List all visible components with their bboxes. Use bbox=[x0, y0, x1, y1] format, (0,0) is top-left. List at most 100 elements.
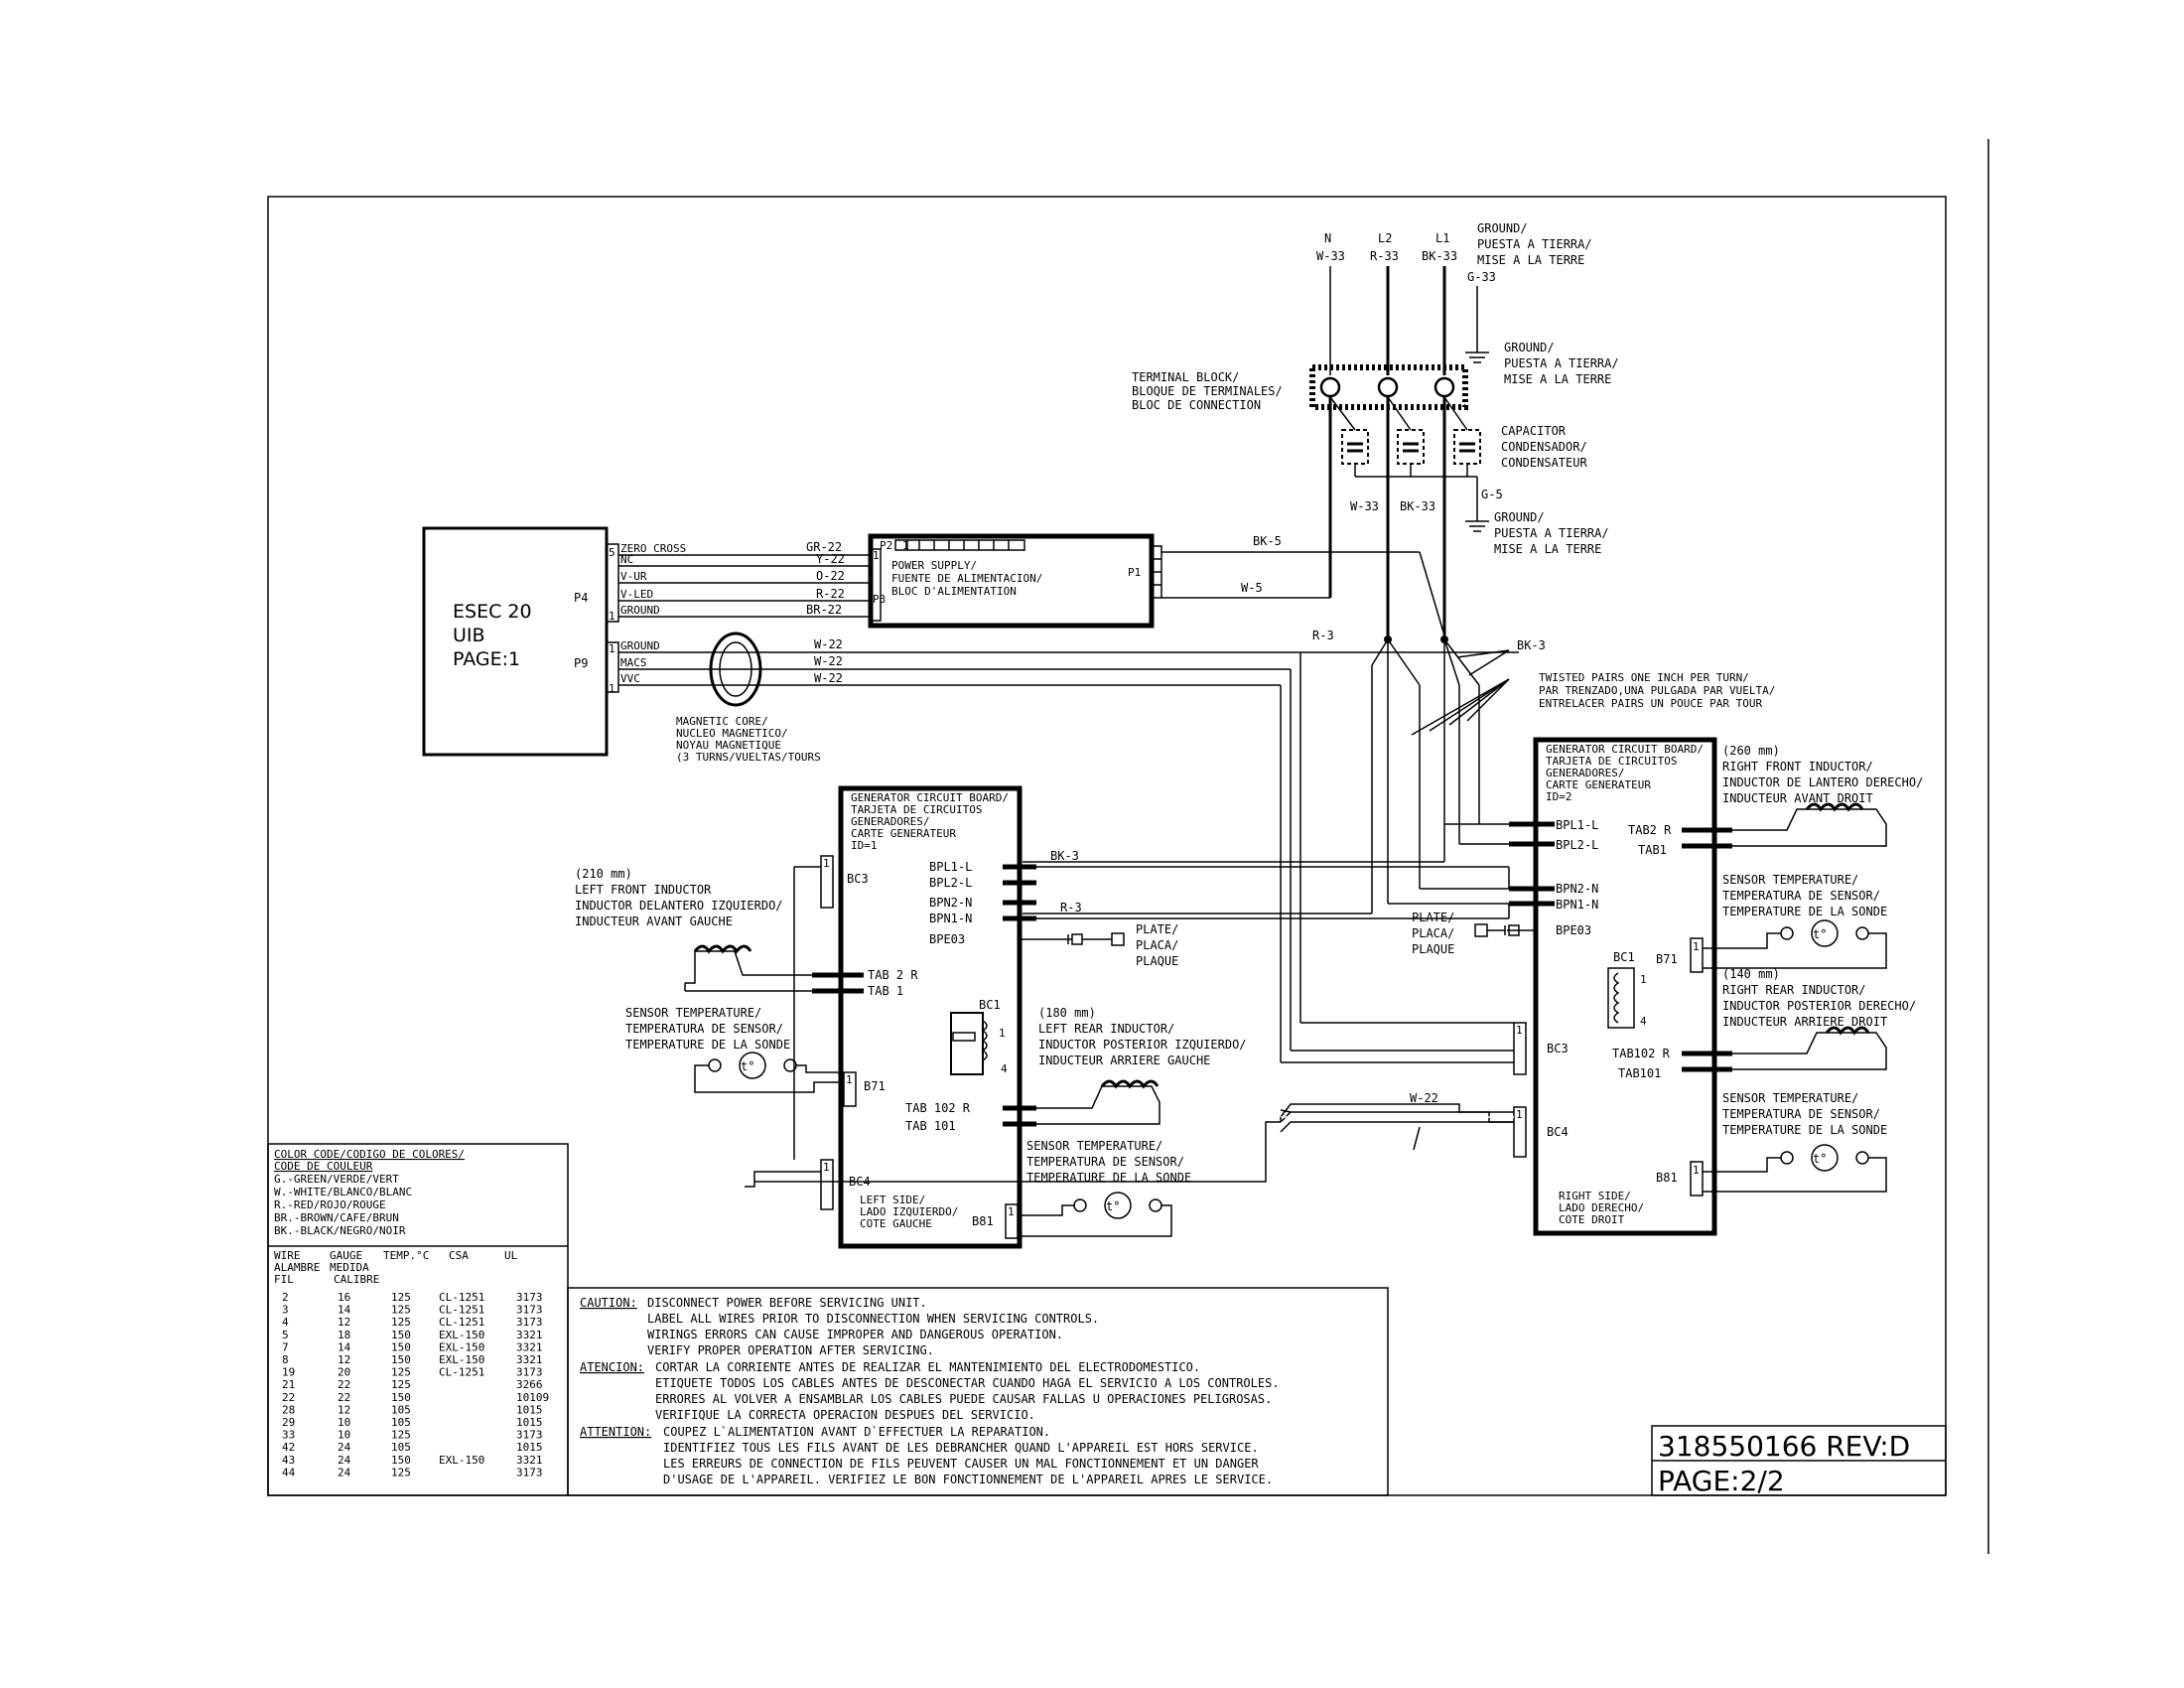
plate-label: PLATE/ bbox=[1136, 922, 1178, 936]
wire-table-cell: 22 bbox=[338, 1391, 350, 1404]
svg-text:TEMPERATURE DE LA SONDE: TEMPERATURE DE LA SONDE bbox=[625, 1038, 790, 1052]
svg-text:DISCONNECT POWER BEFORE SERVIC: DISCONNECT POWER BEFORE SERVICING UNIT. bbox=[647, 1296, 927, 1310]
svg-text:1: 1 bbox=[609, 682, 615, 695]
svg-text:COUPEZ L`ALIMENTATION AVANT D`: COUPEZ L`ALIMENTATION AVANT D`EFFECTUER … bbox=[663, 1425, 1050, 1439]
twisted-pairs-note: TWISTED PAIRS ONE INCH PER TURN/ bbox=[1539, 671, 1749, 684]
wire-table-cell: 3321 bbox=[516, 1329, 543, 1341]
wire-table-cell: 22 bbox=[338, 1378, 350, 1391]
plate-label: PLATE/ bbox=[1412, 911, 1454, 924]
wire-table-cell: 29 bbox=[282, 1416, 295, 1429]
wire-table-cell: 22 bbox=[282, 1391, 295, 1404]
svg-text:BLOC D'ALIMENTATION: BLOC D'ALIMENTATION bbox=[891, 585, 1017, 598]
wire-label: R-22 bbox=[816, 587, 845, 601]
svg-text:TAB 102 R: TAB 102 R bbox=[905, 1101, 971, 1115]
wire-table-cell: 105 bbox=[391, 1441, 411, 1454]
svg-text:BPL2-L: BPL2-L bbox=[929, 876, 972, 890]
wire-table-cell: 1015 bbox=[516, 1441, 543, 1454]
wire-table-cell: 125 bbox=[391, 1378, 411, 1391]
svg-text:INDUCTOR DE LANTERO DERECHO/: INDUCTOR DE LANTERO DERECHO/ bbox=[1722, 775, 1923, 789]
svg-text:TAB 101: TAB 101 bbox=[905, 1119, 956, 1133]
svg-text:BK-3: BK-3 bbox=[1050, 849, 1079, 863]
svg-text:MISE A LA TERRE: MISE A LA TERRE bbox=[1504, 372, 1611, 386]
board-side-label: RIGHT SIDE/ bbox=[1559, 1190, 1631, 1202]
wire-table-cell: 4 bbox=[282, 1316, 289, 1329]
svg-text:1: 1 bbox=[999, 1027, 1006, 1040]
svg-text:CALIBRE: CALIBRE bbox=[334, 1273, 379, 1286]
wire-table-cell: 2 bbox=[282, 1291, 289, 1304]
wire-label: W-22 bbox=[814, 637, 843, 651]
svg-text:TEMPERATURE DE LA SONDE: TEMPERATURE DE LA SONDE bbox=[1722, 1123, 1887, 1137]
svg-text:W-33: W-33 bbox=[1316, 249, 1345, 263]
svg-text:BLOQUE DE TERMINALES/: BLOQUE DE TERMINALES/ bbox=[1132, 384, 1283, 398]
svg-text:G-5: G-5 bbox=[1481, 488, 1503, 501]
line-l1-label: L1 bbox=[1435, 231, 1449, 245]
svg-text:TEMPERATURA DE SENSOR/: TEMPERATURA DE SENSOR/ bbox=[625, 1022, 783, 1036]
svg-text:FUENTE DE ALIMENTACION/: FUENTE DE ALIMENTACION/ bbox=[891, 572, 1042, 585]
p4-pin-label: V-LED bbox=[620, 588, 653, 601]
wire-table-cell: 125 bbox=[391, 1466, 411, 1478]
svg-text:MISE A LA TERRE: MISE A LA TERRE bbox=[1477, 253, 1584, 267]
inductor-label: (210 mm) bbox=[575, 867, 632, 881]
uib-type: UIB bbox=[453, 625, 485, 646]
uib-p4-label: P4 bbox=[574, 591, 588, 605]
svg-text:(3 TURNS/VUELTAS/TOURS: (3 TURNS/VUELTAS/TOURS bbox=[676, 751, 821, 764]
svg-text:TEMPERATURE DE LA SONDE: TEMPERATURE DE LA SONDE bbox=[1026, 1171, 1191, 1185]
wire-table-cell: 150 bbox=[391, 1391, 411, 1404]
wire-table-cell: 12 bbox=[338, 1353, 350, 1366]
svg-text:INDUCTEUR ARRIERE GAUCHE: INDUCTEUR ARRIERE GAUCHE bbox=[1038, 1054, 1210, 1067]
power-supply-label: POWER SUPPLY/ bbox=[891, 559, 977, 572]
svg-text:CARTE GENERATEUR: CARTE GENERATEUR bbox=[1546, 778, 1651, 791]
svg-text:4: 4 bbox=[1640, 1015, 1647, 1028]
wire-label: W-22 bbox=[814, 671, 843, 685]
svg-text:VERIFIQUE LA CORRECTA OPERACIO: VERIFIQUE LA CORRECTA OPERACION DESPUES … bbox=[655, 1408, 1035, 1422]
wire-table-cell: 125 bbox=[391, 1316, 411, 1329]
inductor-label: (260 mm) bbox=[1722, 744, 1780, 758]
p4-pin-label: NC bbox=[620, 553, 633, 566]
svg-text:TEMP.°C: TEMP.°C bbox=[383, 1249, 429, 1262]
board-title: GENERATOR CIRCUIT BOARD/ bbox=[1546, 743, 1704, 756]
svg-text:TAB2 R: TAB2 R bbox=[1628, 823, 1672, 837]
uib-name: ESEC 20 bbox=[453, 601, 532, 623]
svg-text:1: 1 bbox=[823, 1161, 830, 1174]
svg-text:PUESTA A TIERRA/: PUESTA A TIERRA/ bbox=[1494, 526, 1609, 540]
p9-pin-label: GROUND bbox=[620, 639, 660, 652]
sensor-label: SENSOR TEMPERATURE/ bbox=[1722, 1091, 1858, 1105]
sensor-symbol: t° bbox=[1813, 1152, 1827, 1166]
svg-text:LADO DERECHO/: LADO DERECHO/ bbox=[1559, 1201, 1644, 1214]
svg-text:INDUCTOR DELANTERO IZQUIERDO/: INDUCTOR DELANTERO IZQUIERDO/ bbox=[575, 899, 783, 913]
uib-page: PAGE:1 bbox=[453, 648, 520, 670]
uib-block: ESEC 20 UIB PAGE:1 P4 P9 5 1 1 1 bbox=[422, 526, 619, 757]
svg-text:PLAQUE: PLAQUE bbox=[1136, 954, 1178, 968]
svg-text:PLAQUE: PLAQUE bbox=[1412, 942, 1454, 956]
wire-table-cell: 125 bbox=[391, 1304, 411, 1317]
svg-text:1: 1 bbox=[1008, 1205, 1015, 1218]
wire-table-cell: 3266 bbox=[516, 1378, 543, 1391]
wire-table-cell: 20 bbox=[338, 1366, 350, 1379]
part-number: 318550166 REV:D bbox=[1658, 1430, 1910, 1463]
svg-text:TEMPERATURA DE SENSOR/: TEMPERATURA DE SENSOR/ bbox=[1722, 1107, 1880, 1121]
svg-text:TAB102 R: TAB102 R bbox=[1612, 1047, 1671, 1060]
wire-table-cell: 1015 bbox=[516, 1403, 543, 1416]
p4-pin-label: GROUND bbox=[620, 604, 660, 617]
sensor-label: SENSOR TEMPERATURE/ bbox=[625, 1006, 761, 1020]
wire-label: GR-22 bbox=[806, 540, 842, 554]
wire-table-cell: 19 bbox=[282, 1366, 295, 1379]
capacitor-label: CAPACITOR bbox=[1501, 424, 1567, 438]
svg-text:ETIQUETE TODOS LOS CABLES ANTE: ETIQUETE TODOS LOS CABLES ANTES DE DESCO… bbox=[655, 1376, 1280, 1390]
wire-table-cell: 16 bbox=[338, 1291, 350, 1304]
wire-table-cell: 10 bbox=[338, 1429, 350, 1442]
inductor-coil-symbol bbox=[685, 950, 760, 984]
wire-table-cell: 3321 bbox=[516, 1454, 543, 1467]
p4-wiring: ZERO CROSS NC V-UR V-LED GROUND GR-22 Y-… bbox=[618, 540, 871, 618]
svg-text:RIGHT FRONT INDUCTOR/: RIGHT FRONT INDUCTOR/ bbox=[1722, 760, 1873, 774]
svg-text:ID=1: ID=1 bbox=[851, 839, 878, 852]
svg-text:UL: UL bbox=[504, 1249, 518, 1262]
svg-text:BK-5: BK-5 bbox=[1253, 534, 1282, 548]
svg-text:P1: P1 bbox=[1128, 566, 1141, 579]
wire-table-cell: 3173 bbox=[516, 1316, 543, 1329]
svg-text:PUESTA A TIERRA/: PUESTA A TIERRA/ bbox=[1504, 356, 1619, 370]
capacitor-symbols bbox=[1329, 396, 1489, 532]
svg-text:INDUCTOR POSTERIOR IZQUIERDO/: INDUCTOR POSTERIOR IZQUIERDO/ bbox=[1038, 1038, 1247, 1052]
